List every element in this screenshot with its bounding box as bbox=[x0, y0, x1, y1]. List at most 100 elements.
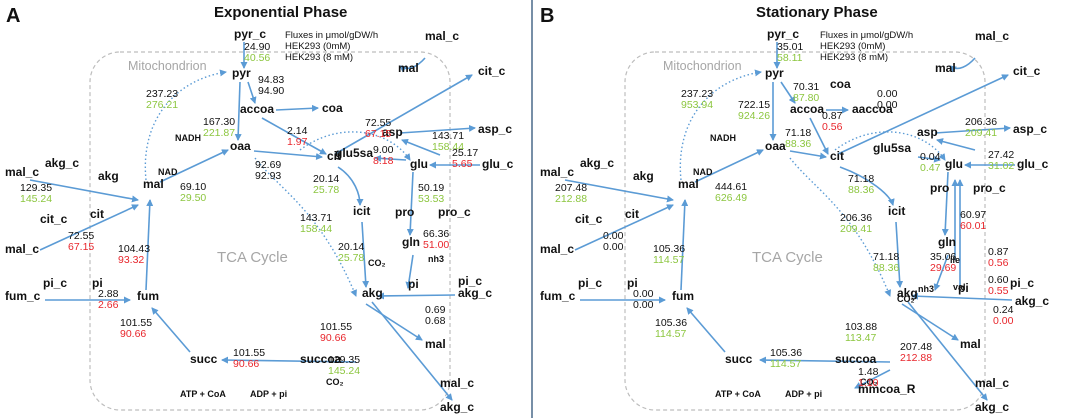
panel-b-flux-label: 1.481.10 bbox=[858, 366, 879, 389]
panel-a-flux-value-0mm: 2.14 bbox=[287, 125, 308, 137]
panel-b-metabolite-label: ile bbox=[950, 255, 960, 265]
panel-b-flux-value-8mm: 924.26 bbox=[738, 110, 770, 122]
panel-b-metabolite-label: pi_c bbox=[1010, 276, 1034, 290]
panel-a-flux-value-8mm: 90.66 bbox=[320, 332, 346, 344]
panel-a-flux-value-8mm: 29.50 bbox=[180, 192, 206, 204]
panel-b-flux-value-8mm: 209.41 bbox=[840, 223, 872, 235]
panel-a-legend-cond2: HEK293 (8 mM) bbox=[285, 52, 353, 63]
panel-b-metabolite-label: succoa bbox=[835, 352, 877, 366]
panel-b-metabolite-label: pyr_c bbox=[767, 27, 799, 41]
panel-b-flux-value-0mm: 71.18 bbox=[848, 173, 874, 185]
panel-a-flux-label: 25.175.65 bbox=[452, 147, 478, 170]
panel-b-flux-value-8mm: 29.69 bbox=[930, 262, 956, 274]
panel-a-flux-label: 2.141.97 bbox=[287, 125, 308, 148]
panel-b: B Stationary Phase Mitochondrion TCA Cyc… bbox=[540, 4, 1015, 411]
panel-b-metabolite-label: oaa bbox=[765, 139, 786, 153]
panel-b-metabolite-label: mal bbox=[678, 177, 699, 191]
panel-a-flux-value-0mm: 0.69 bbox=[425, 304, 446, 316]
panel-a-metabolite-label: glu_c bbox=[482, 157, 514, 171]
panel-b-metabolite-label: ATP + CoA bbox=[715, 389, 761, 399]
panel-b-metabolite-label: accoa bbox=[790, 102, 824, 116]
panel-a-flux-value-0mm: 66.36 bbox=[423, 228, 449, 240]
panel-a-metabolite-label: akg_c bbox=[440, 400, 474, 414]
panel-b-flux-value-8mm: 88.36 bbox=[785, 138, 811, 150]
panel-a-metabolite-label: pyr bbox=[232, 66, 251, 80]
panel-b-metabolite-label: akg bbox=[633, 169, 654, 183]
panel-b-flux-value-8mm: 0.00 bbox=[993, 315, 1014, 327]
panel-b-flux-value-0mm: 103.88 bbox=[845, 321, 877, 333]
panel-a-flux-value-8mm: 145.24 bbox=[20, 193, 52, 205]
panel-a-metabolite-label: nh3 bbox=[428, 254, 444, 264]
panel-a-flux-value-8mm: 0.68 bbox=[425, 315, 446, 327]
panel-a-flux-value-8mm: 94.90 bbox=[258, 85, 284, 97]
panel-b-flux-value-0mm: 0.24 bbox=[993, 304, 1014, 316]
panel-b-metabolite-label: coa bbox=[830, 77, 851, 91]
panel-a-metabolite-label: cit bbox=[90, 207, 104, 221]
panel-a-dotted-arrows bbox=[144, 69, 411, 297]
panel-b-flux-value-0mm: 60.97 bbox=[960, 209, 986, 221]
panel-b-metabolite-label: pro_c bbox=[973, 181, 1006, 195]
panel-b-metabolite-label: glu_c bbox=[1017, 157, 1049, 171]
panel-a-metabolite-label: NAD bbox=[158, 167, 178, 177]
panel-a-flux-value-8mm: 158.44 bbox=[300, 223, 332, 235]
panel-a-flux-value-8mm: 53.53 bbox=[418, 193, 444, 205]
panel-a-flux-label: 0.690.68 bbox=[425, 304, 446, 327]
panel-b-metabolite-label: NADH bbox=[710, 133, 736, 143]
panel-a-flux-label: 9.008.18 bbox=[373, 144, 394, 167]
panel-a-metabolite-label: succoa bbox=[300, 352, 342, 366]
panel-a-flux-value-0mm: 92.69 bbox=[255, 159, 281, 171]
panel-b-metabolite-label: cit_c bbox=[575, 212, 603, 226]
panel-b-title: Stationary Phase bbox=[756, 4, 878, 21]
panel-a-metabolite-label: glu bbox=[410, 157, 428, 171]
panel-b-flux-value-0mm: 444.61 bbox=[715, 181, 747, 193]
panel-a-metabolite-label: asp bbox=[382, 125, 403, 139]
panel-b-metabolite-label: mal_c bbox=[975, 376, 1009, 390]
panel-a-metabolite-label: mal bbox=[425, 337, 446, 351]
panel-b-legend-cond1: HEK293 (0mM) bbox=[820, 41, 885, 52]
panel-b-flux-value-8mm: 0.00 bbox=[633, 299, 654, 311]
panel-b-flux-label: 0.240.00 bbox=[993, 304, 1014, 327]
panel-a-flux-value-8mm: 8.18 bbox=[373, 155, 394, 167]
panel-b-mitochondrion-boundary bbox=[624, 51, 986, 411]
panel-b-flux-value-8mm: 212.88 bbox=[555, 193, 587, 205]
panel-a-metabolite-label: pyr_c bbox=[234, 27, 266, 41]
panel-b-metabolite-label: cit bbox=[830, 149, 844, 163]
panel-b-flux-value-0mm: 35.01 bbox=[777, 41, 803, 53]
panel-a-metabolite-label: mal bbox=[143, 177, 164, 191]
panel-b-metabolite-label: succ bbox=[725, 352, 753, 366]
panel-a-flux-value-0mm: 94.83 bbox=[258, 74, 284, 86]
panel-a-flux-value-0mm: 24.90 bbox=[244, 41, 270, 53]
panel-b-metabolite-label: mal bbox=[960, 337, 981, 351]
panel-a-metabolite-label: mal_c bbox=[5, 165, 39, 179]
panel-b-flux-label: 0.000.00 bbox=[603, 230, 624, 253]
panel-a-flux-value-8mm: 25.78 bbox=[313, 184, 339, 196]
panel-b-flux-value-8mm: 114.57 bbox=[770, 358, 801, 370]
panel-b-metabolite-label: gln bbox=[938, 235, 956, 249]
panel-a-metabolite-label: mal bbox=[398, 61, 419, 75]
panel-a-flux-value-8mm: 67.15 bbox=[68, 241, 94, 253]
panel-b-flux-value-8mm: 113.47 bbox=[845, 332, 876, 344]
panel-b-flux-value-0mm: 71.18 bbox=[785, 127, 811, 139]
panel-a-flux-value-0mm: 20.14 bbox=[313, 173, 339, 185]
panel-a-metabolite-label: accoa bbox=[240, 102, 274, 116]
panel-b-flux-value-0mm: 105.36 bbox=[655, 317, 687, 329]
panel-a-metabolite-label: icit bbox=[353, 204, 370, 218]
panel-a-flux-value-8mm: 93.32 bbox=[118, 254, 144, 266]
panel-a-flux-value-8mm: 25.78 bbox=[338, 252, 364, 264]
panel-a-flux-value-8mm: 2.66 bbox=[98, 299, 119, 311]
panel-a-flux-value-0mm: 237.23 bbox=[146, 88, 178, 100]
panel-b-arrows bbox=[564, 42, 1015, 401]
panel-b-flux-value-8mm: 626.49 bbox=[715, 192, 747, 204]
panel-a-metabolite-label: pi bbox=[92, 276, 103, 290]
panel-a-metabolite-label: pi_c bbox=[458, 274, 482, 288]
panel-b-flux-value-8mm: 953.94 bbox=[681, 99, 713, 111]
